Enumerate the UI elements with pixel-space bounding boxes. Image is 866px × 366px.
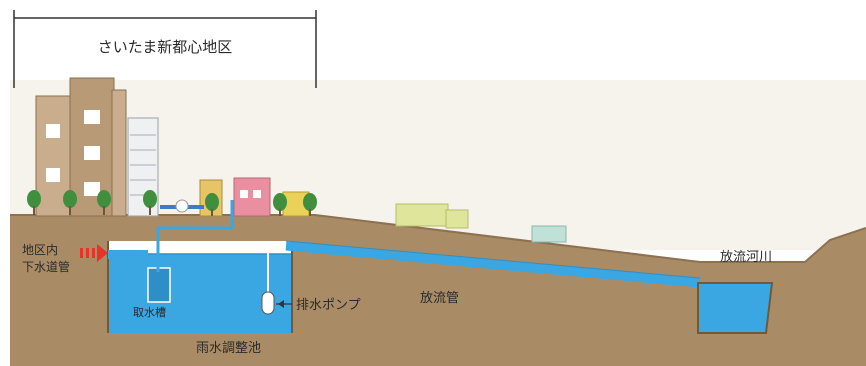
inlet-tank	[147, 267, 171, 303]
discharge-pipe-label: 放流管	[420, 291, 459, 306]
sewer-pipe	[108, 250, 148, 259]
storage-tank	[175, 199, 189, 213]
district-label: さいたま新都心地区	[98, 38, 233, 56]
apartment-building-left	[35, 77, 127, 217]
reservoir-label: 雨水調整池	[196, 341, 261, 356]
sewer-label-line2: 下水道管	[22, 259, 70, 274]
district-bracket	[13, 10, 317, 88]
trees	[27, 190, 317, 216]
pump-label: 排水ポンプ	[296, 298, 361, 313]
reservoir-water	[108, 254, 292, 333]
discharge-pipe	[285, 241, 701, 288]
pump-capsule-icon	[261, 291, 275, 315]
intake-pipe	[156, 200, 234, 272]
river-channel	[697, 282, 774, 334]
inlet-tank-label: 取水槽	[133, 306, 166, 319]
sewer-label-line1: 地区内	[22, 243, 58, 257]
river-label: 放流河川	[720, 250, 772, 265]
flow-arrow-icon	[80, 244, 108, 262]
